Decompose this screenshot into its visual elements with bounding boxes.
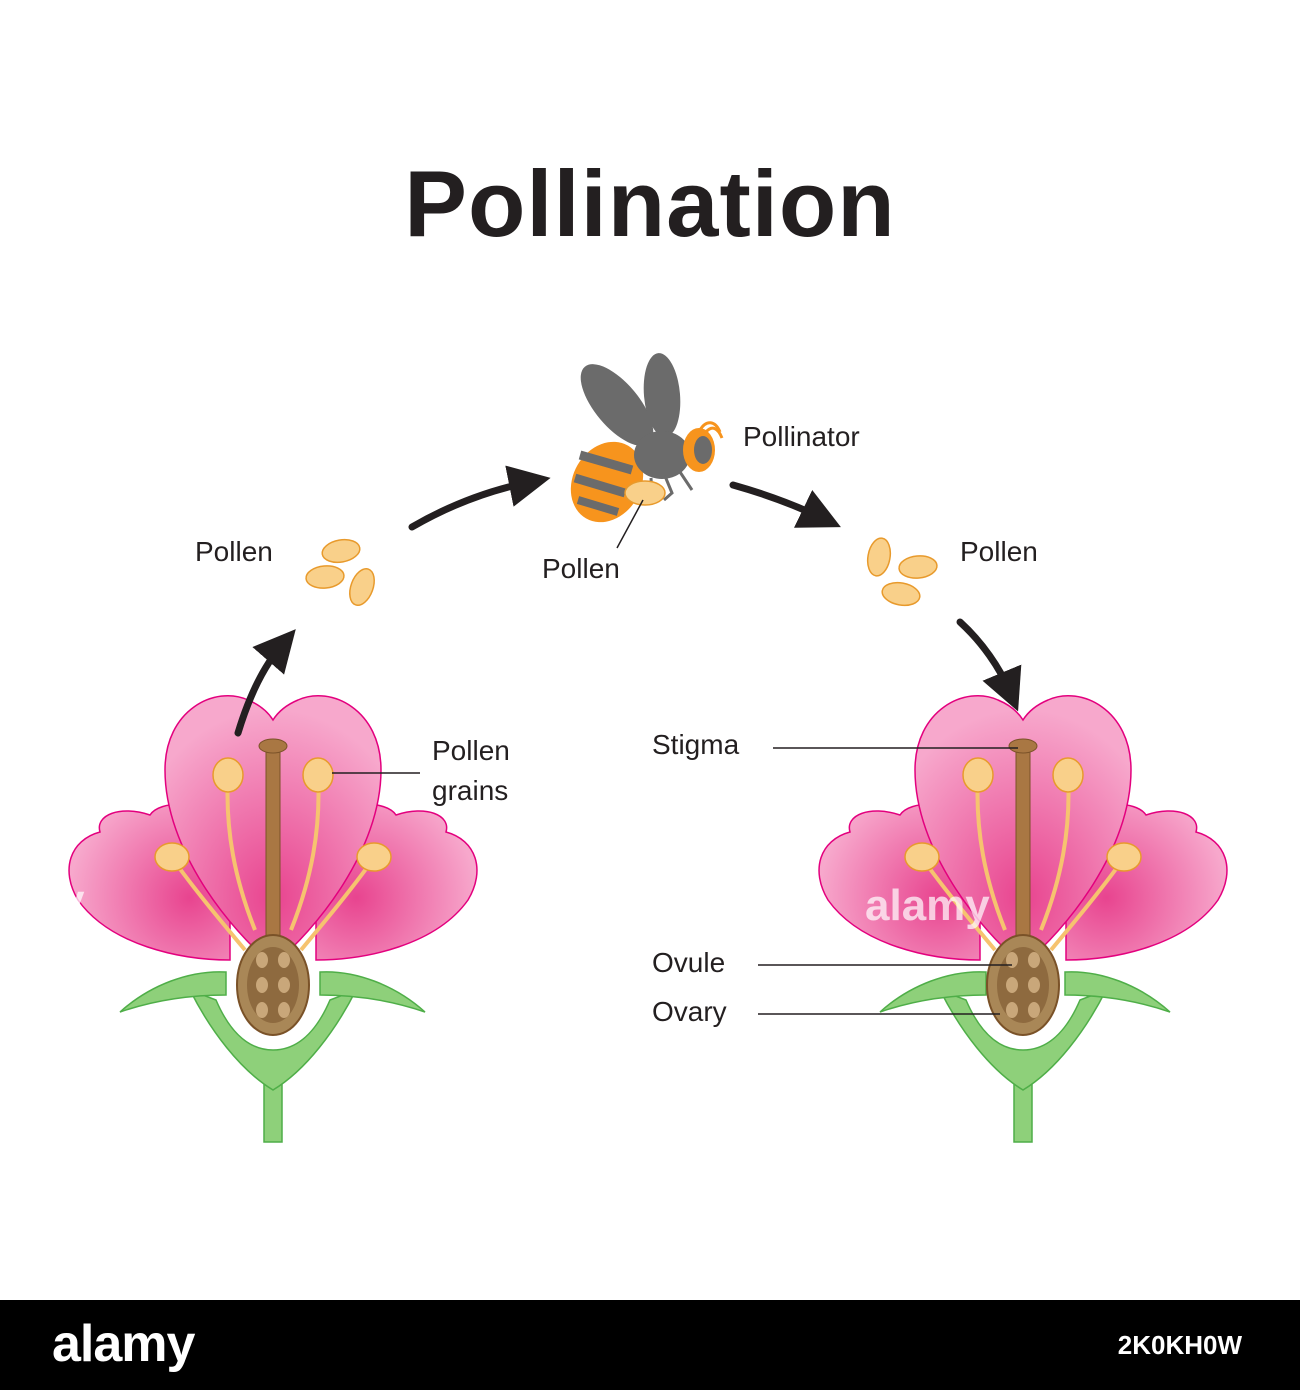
right-style (1015, 747, 1031, 949)
right-ovary-inner (997, 947, 1049, 1023)
left-sepals (119, 971, 426, 1013)
left-stigma (258, 738, 288, 754)
brand-logo: alamy (52, 1315, 195, 1373)
arrow-flower-to-pollen (234, 629, 296, 737)
anther (1106, 842, 1142, 872)
anther (904, 842, 940, 872)
page-title: Pollination (404, 151, 896, 256)
bee-pollinator (570, 353, 724, 549)
anther (212, 757, 244, 793)
label-pollen-grains-line2: grains (432, 775, 509, 806)
label-ovary: Ovary (652, 996, 727, 1027)
bee-abdomen (570, 441, 644, 523)
flow-arrows (234, 465, 1022, 737)
left-anthers (154, 757, 392, 872)
footer-bar: alamy 2K0KH0W (0, 1300, 1300, 1390)
anther (962, 757, 994, 793)
pollen-cluster-right (866, 537, 938, 607)
diagram-canvas: y alamy (60, 353, 1228, 1143)
bee-pollen-leader (616, 499, 644, 549)
left-ovules (256, 952, 290, 1018)
right-flower (818, 695, 1228, 1143)
pollination-diagram: y alamy (60, 353, 1228, 1143)
label-pollinator: Pollinator (743, 421, 860, 452)
arrow-pollen-to-bee (408, 465, 551, 531)
bee-head (683, 421, 724, 472)
anther (1052, 757, 1084, 793)
image-id: 2K0KH0W (1117, 1330, 1242, 1360)
bee-wings (580, 353, 681, 446)
right-anthers (904, 757, 1142, 872)
left-style (265, 747, 281, 949)
label-pollen-grains-line1: Pollen (432, 735, 510, 766)
left-petals (68, 695, 478, 966)
label-stigma: Stigma (652, 729, 740, 760)
watermark-left: y (60, 876, 85, 925)
anther (356, 842, 392, 872)
label-pollen-right: Pollen (960, 536, 1038, 567)
anther (302, 757, 334, 793)
pollen-cluster-left (305, 538, 375, 606)
label-ovule: Ovule (652, 947, 726, 978)
bee-pollen-sac (624, 480, 666, 506)
right-stigma (1008, 738, 1038, 754)
left-ovary-inner (247, 947, 299, 1023)
left-flower (68, 695, 478, 1143)
anther (154, 842, 190, 872)
leader-lines (332, 747, 1018, 1015)
arrow-bee-to-pollen (729, 481, 841, 528)
right-sepals (879, 971, 1171, 1013)
arrow-pollen-to-stigma (956, 618, 1022, 712)
right-pistil (986, 738, 1060, 1036)
label-pollen-bee: Pollen (542, 553, 620, 584)
right-ovules (1006, 952, 1040, 1018)
bee-thorax (634, 431, 690, 479)
label-pollen-left: Pollen (195, 536, 273, 567)
left-pistil (236, 738, 310, 1036)
watermark-right: alamy (865, 881, 990, 930)
